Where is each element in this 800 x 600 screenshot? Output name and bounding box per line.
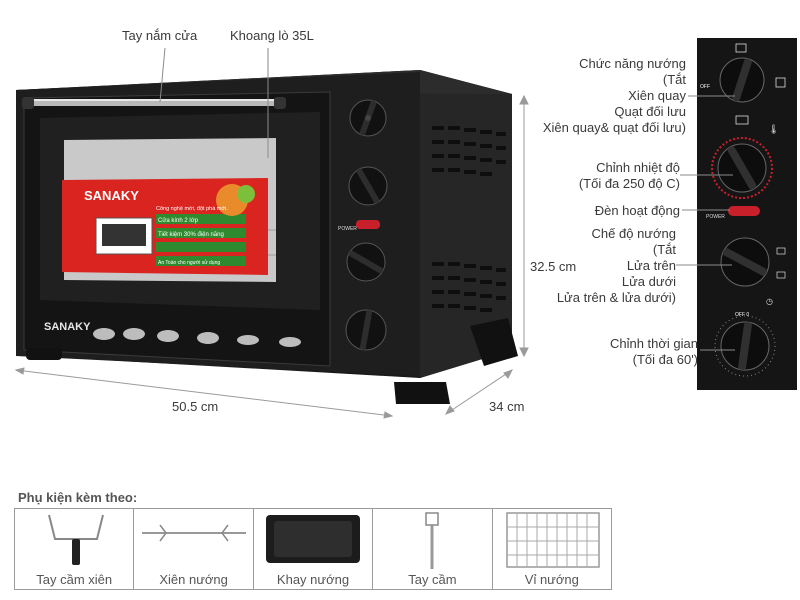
sticker-brand: SANAKY [84, 188, 139, 203]
panel-off-mark: OFF [700, 84, 710, 90]
label-temp-title: Chỉnh nhiệt độ [596, 160, 680, 175]
label-oven-cavity: Khoang lò 35L [230, 28, 314, 43]
door-handle [22, 97, 286, 109]
oven-knob-mode [346, 242, 386, 282]
rotisserie-fan-symbol-icon [735, 115, 749, 125]
oven-knob-function [349, 99, 387, 137]
accessory-rotisserie-spit: Xiên nướng [134, 509, 254, 589]
fish-icon [93, 328, 115, 340]
oven-illustration: SANAKY Công nghệ mới, đột phá mới. Cửa k… [14, 38, 797, 419]
label-depth: 34 cm [489, 399, 525, 414]
panel-power-label: POWER [706, 214, 725, 220]
dimension-lines [14, 94, 529, 419]
label-mode-off: (Tắt [652, 242, 676, 257]
fish2-icon [237, 335, 259, 345]
accessory-name: Khay nướng [276, 572, 350, 587]
label-timer-title: Chỉnh thời gian [609, 336, 698, 351]
label-width: 50.5 cm [172, 399, 219, 414]
label-function-both: Xiên quay& quạt đối lưu) [542, 120, 686, 135]
accessory-name: Tay cầm [408, 572, 457, 587]
oven-power-light: POWER [338, 220, 380, 232]
label-function-rotisserie: Xiên quay [628, 88, 686, 103]
bottom-heat-icon [776, 271, 786, 279]
chicken-icon [123, 328, 145, 340]
label-power-light: Đèn hoạt động [594, 203, 680, 218]
accessory-name: Vỉ nướng [524, 572, 579, 587]
panel-knob-timer: OFF 0 [714, 312, 776, 377]
burger-icon [197, 332, 219, 344]
accessories-row: Tay cầm xiên Xiên nướng Khay nướng Tay c… [14, 508, 612, 590]
panel-knob-mode: ◷ [720, 237, 786, 306]
sticker-line3: Tiết kiệm 30% điện năng [158, 232, 224, 238]
tray-handle-icon [425, 512, 439, 569]
panel-knob-temperature: 🌡 [711, 124, 779, 199]
label-function-off: (Tắt [662, 72, 686, 87]
sticker-line4: An Toàn cho người sử dụng [158, 259, 220, 266]
control-panel: OFF 🌡 POWER ◷ OFF [697, 38, 797, 390]
side-vents [432, 126, 506, 312]
shrimp-icon [279, 337, 301, 347]
label-function-title: Chức năng nướng [579, 56, 686, 71]
clock-icon: ◷ [766, 297, 773, 306]
oven-knob-temperature [348, 166, 388, 206]
fan-symbol-icon [775, 77, 786, 88]
promo-sticker: SANAKY Công nghệ mới, đột phá mới. Cửa k… [62, 178, 268, 275]
timer-off-mark: OFF 0 [735, 312, 749, 318]
panel-power-light: POWER [706, 206, 760, 220]
label-function-fan: Quạt đối lưu [614, 104, 686, 119]
accessory-skewer-handle: Tay cầm xiên [15, 509, 135, 589]
oven-knob-timer [345, 309, 387, 351]
label-mode-bottom: Lửa dưới [621, 274, 676, 289]
label-mode-title: Chế độ nướng [591, 226, 676, 241]
panel-callout-lines [676, 95, 735, 351]
oven-brand-logo: SANAKY [44, 321, 91, 333]
oven-feet [26, 318, 518, 404]
accessories-title: Phụ kiện kèm theo: [18, 490, 138, 505]
label-height: 32.5 cm [530, 259, 577, 274]
label-timer-max: (Tối đa 60') [632, 352, 698, 367]
accessory-baking-tray: Khay nướng [254, 509, 374, 589]
panel-knob-function: OFF [700, 43, 786, 125]
pizza-icon [157, 330, 179, 342]
top-heat-icon [776, 247, 786, 255]
accessory-tray-handle: Tay cầm [373, 509, 493, 589]
label-door-handle: Tay nắm cửa [122, 28, 198, 43]
label-temp-max: (Tối đa 250 độ C) [578, 176, 680, 191]
label-mode-both: Lửa trên & lửa dưới) [556, 290, 676, 305]
oven-callout-lines [159, 47, 269, 158]
sticker-line1: Công nghệ mới, đột phá mới. [156, 206, 228, 212]
baking-tray-icon [265, 515, 360, 563]
thermometer-icon: 🌡 [768, 124, 779, 135]
label-mode-top: Lửa trên [626, 258, 676, 273]
food-symbols [93, 328, 301, 347]
grill-symbol-icon [735, 43, 747, 53]
accessory-name: Xiên nướng [159, 572, 228, 587]
accessory-name: Tay cầm xiên [36, 572, 113, 587]
sticker-line2: Cửa kính 2 lớp [158, 217, 199, 224]
wire-rack-icon [505, 512, 600, 568]
oven-power-label: POWER [338, 226, 357, 232]
accessory-wire-rack: Vỉ nướng [493, 509, 611, 589]
skewer-handle-icon [48, 514, 104, 565]
rotisserie-spit-icon [142, 524, 247, 542]
